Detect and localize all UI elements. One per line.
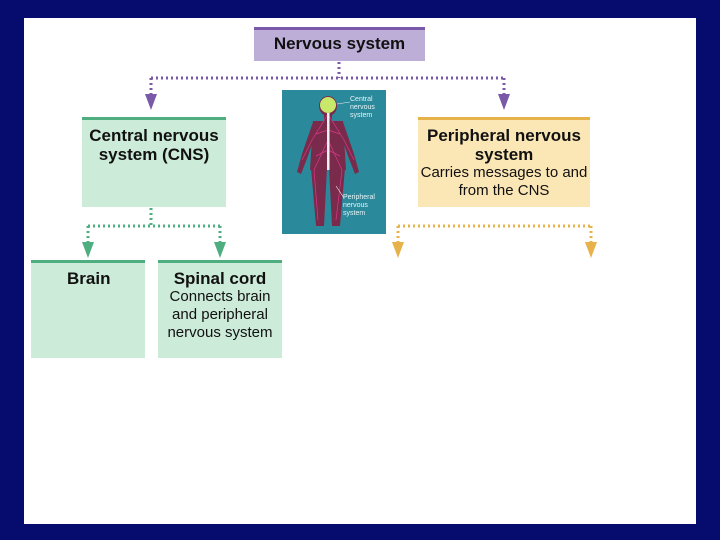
arrow-pns-right [585, 242, 597, 258]
right-arm-shape [340, 122, 359, 174]
spinal-cord-box: Spinal cord Connects brain and periphera… [158, 260, 282, 358]
brain-box: Brain [31, 260, 145, 358]
pns-box: Peripheral nervous system Carries messag… [418, 117, 590, 207]
nervous-system-figure: Central nervous system Peripheral nervou… [282, 90, 386, 234]
spinal-cord-description: Connects brain and peripheral nervous sy… [167, 288, 273, 341]
nervous-system-box: Nervous system [254, 27, 425, 61]
nervous-system-title: Nervous system [273, 34, 406, 53]
pns-title: Peripheral nervous system [426, 126, 581, 164]
slide-canvas: Nervous system Central nervous system (C… [24, 18, 696, 524]
human-body-illustration [297, 96, 359, 226]
peripheral-nerves [301, 113, 355, 221]
arrow-pns-left [392, 242, 404, 258]
spinal-cord-line [327, 113, 330, 170]
pns-description: Carries messages to and from the CNS [420, 164, 588, 199]
figure-pns-label: Peripheral nervous system [343, 194, 375, 217]
connector-cns [86, 208, 222, 242]
arrow-spinal [214, 242, 226, 258]
connector-root [149, 62, 506, 94]
left-leg-shape [311, 168, 327, 226]
arrow-pns [498, 94, 510, 110]
spinal-cord-title: Spinal cord [173, 269, 267, 288]
brain-title: Brain [67, 269, 111, 288]
figure-cns-label: Central nervous system [350, 96, 375, 119]
arrow-cns [145, 94, 157, 110]
cns-pointer [336, 101, 351, 105]
connector-pns [396, 224, 593, 242]
connector-lines [82, 62, 597, 258]
right-leg-shape [329, 168, 345, 226]
cns-box: Central nervous system (CNS) [82, 117, 226, 207]
left-arm-shape [297, 122, 316, 174]
cns-title: Central nervous system (CNS) [89, 126, 219, 164]
brain-highlight [320, 97, 336, 113]
arrow-brain [82, 242, 94, 258]
pns-pointer [335, 185, 345, 199]
